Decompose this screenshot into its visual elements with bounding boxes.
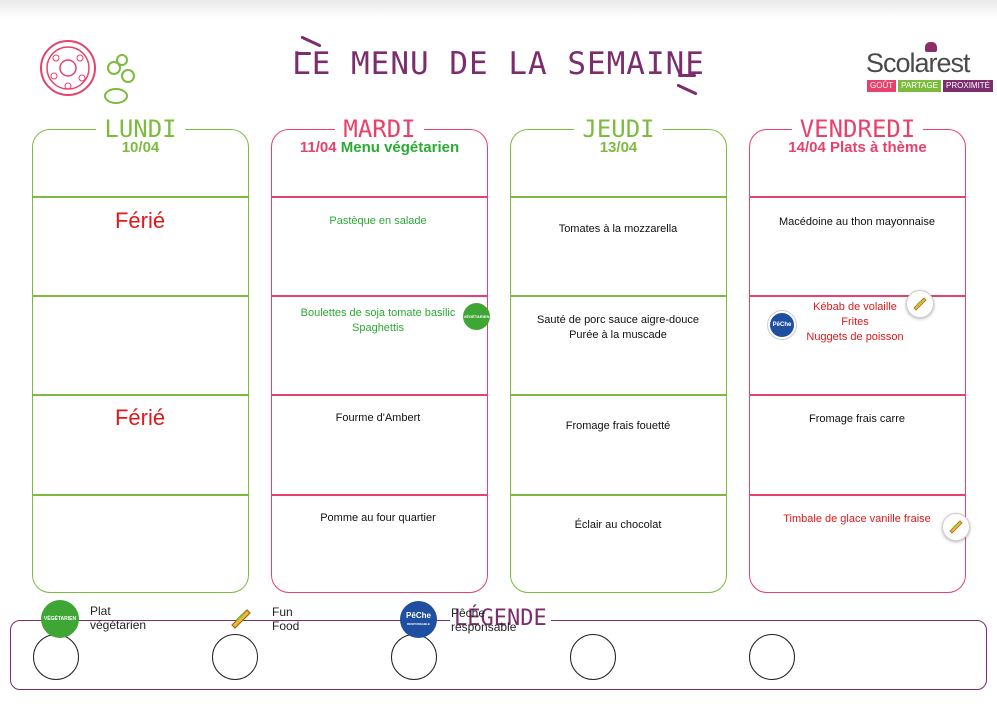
menu-item: Éclair au chocolat — [574, 519, 662, 531]
day-column-lundi — [32, 129, 249, 593]
menu-item: Férié — [114, 405, 166, 430]
row-separator — [510, 196, 727, 198]
day-name: JEUDI — [510, 115, 727, 143]
wrap-icon — [226, 604, 256, 634]
row-separator — [749, 295, 966, 297]
top-shadow — [0, 0, 997, 18]
day-date: 13/04 — [599, 139, 638, 156]
wrap-badge-icon — [942, 513, 970, 541]
pizza-decoration-icon — [40, 40, 135, 104]
menu-item: Pastèque en salade — [329, 215, 427, 227]
brand-tag: PARTAGE — [898, 80, 942, 92]
menu-item: Tomates à la mozzarella — [558, 223, 678, 235]
brand-logo: Scolarest — [866, 48, 971, 78]
legend-circle — [570, 634, 616, 680]
legend-label-fish: Pêche responsable — [451, 606, 517, 634]
chef-hat-icon — [925, 42, 937, 52]
row-separator — [271, 394, 488, 396]
row-separator — [510, 394, 727, 396]
legend-title: LÉGENDE — [450, 605, 551, 633]
row-separator — [749, 494, 966, 496]
vegetarian-badge-icon: VÉGÉTARIEN — [463, 303, 490, 330]
menu-item: Férié — [114, 208, 166, 233]
legend-circle — [212, 634, 258, 680]
brand-tags: GOÛT PARTAGE PROXIMITÉ — [867, 80, 994, 92]
menu-item: Fromage frais carre — [809, 413, 905, 425]
vegetarian-icon: VÉGÉTARIEN — [41, 600, 79, 638]
row-separator — [271, 196, 488, 198]
row-separator — [32, 394, 249, 396]
row-separator — [510, 295, 727, 297]
title-spark — [678, 74, 696, 77]
page-title: LE MENU DE LA SEMAINE — [292, 46, 705, 82]
menu-item: Timbale de glace vanille fraise — [783, 513, 931, 525]
row-separator — [749, 394, 966, 396]
row-separator — [271, 295, 488, 297]
day-date: 10/04 — [121, 139, 160, 156]
legend-circle — [749, 634, 795, 680]
day-date: 11/04 Menu végétarien — [299, 139, 460, 156]
menu-item: Fromage frais fouetté — [565, 420, 671, 432]
day-date: 14/04 Plats à thème — [788, 139, 927, 156]
legend-label-fun-food: Fun Food — [272, 605, 300, 633]
brand-tag: PROXIMITÉ — [943, 80, 994, 92]
menu-item: Pomme au four quartier — [320, 512, 436, 524]
fish-icon: PêChe RESPONSABLE — [400, 601, 437, 638]
menu-item: Macédoine au thon mayonnaise — [779, 216, 935, 228]
wrap-badge-icon — [906, 290, 934, 318]
menu-item: Kébab de volaille Frites Nuggets de pois… — [806, 301, 904, 343]
row-separator — [510, 494, 727, 496]
day-name: LUNDI — [32, 115, 249, 143]
fish-badge-icon: PêChe — [768, 311, 796, 339]
title-spark — [676, 83, 698, 96]
row-separator — [749, 196, 966, 198]
row-separator — [271, 494, 488, 496]
row-separator — [32, 196, 249, 198]
menu-item: Boulettes de soja tomate basilic Spaghet… — [300, 307, 456, 334]
day-name: VENDREDI — [749, 115, 966, 143]
brand-tag: GOÛT — [867, 80, 897, 92]
legend-circle — [33, 634, 79, 680]
menu-item: Fourme d'Ambert — [335, 412, 421, 424]
menu-item: Sauté de porc sauce aigre-douce Purée à … — [536, 314, 700, 341]
day-name: MARDI — [271, 115, 488, 143]
row-separator — [32, 295, 249, 297]
title-spark — [297, 52, 311, 55]
row-separator — [32, 494, 249, 496]
legend-label-vegetarian: Plat végétarien — [90, 604, 147, 632]
legend-circle — [391, 634, 437, 680]
